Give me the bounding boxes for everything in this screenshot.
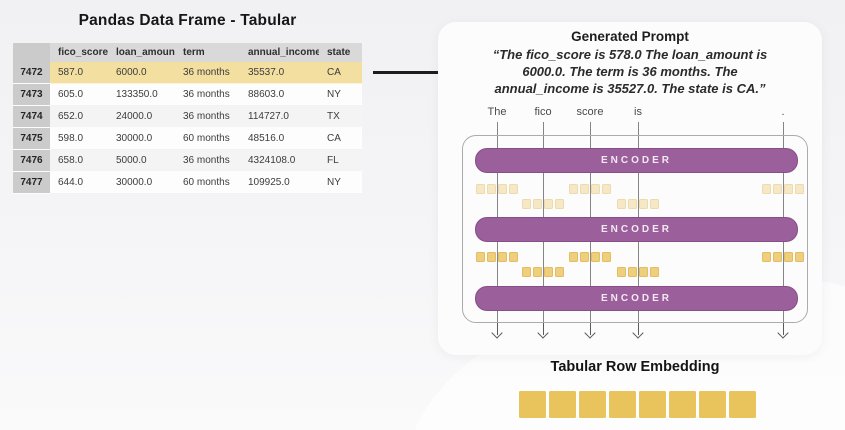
table-cell: 598.0 — [50, 128, 108, 150]
hidden-state-chips — [476, 252, 518, 262]
column-header: loan_amount — [108, 43, 178, 62]
output-arrow-stem — [497, 323, 498, 335]
table-row: 7474 652.0 24000.0 36 months 114727.0 TX — [13, 106, 362, 128]
row-index: 7473 — [13, 84, 50, 106]
row-embedding-vector — [518, 390, 757, 419]
table-cell: 60 months — [175, 172, 240, 194]
output-arrow-stem — [590, 323, 591, 335]
hidden-state-chips — [617, 199, 659, 209]
row-index: 7475 — [13, 128, 50, 150]
hidden-state-chips — [762, 184, 804, 194]
table-cell: 605.0 — [50, 84, 108, 106]
table-cell: 644.0 — [50, 172, 108, 194]
token-label: fico — [534, 106, 552, 118]
table-cell: 36 months — [175, 106, 240, 128]
prompt-text-line: annual_income is 35527.0. The state is C… — [494, 81, 766, 96]
dataframe-title: Pandas Data Frame - Tabular — [78, 12, 297, 29]
hidden-state-chips — [569, 184, 611, 194]
row-embedding-cell — [638, 390, 667, 419]
token-label: is — [634, 106, 642, 118]
row-to-prompt-arrow — [373, 71, 449, 74]
column-header: state — [319, 43, 362, 62]
table-cell: CA — [319, 128, 362, 150]
table-row-highlighted: 7472 587.0 6000.0 36 months 35537.0 CA — [13, 62, 362, 84]
table-row: 7477 644.0 30000.0 60 months 109925.0 NY — [13, 172, 362, 194]
column-header: term — [175, 43, 240, 62]
table-cell: 114727.0 — [240, 106, 319, 128]
table-cell: 88603.0 — [240, 84, 319, 106]
table-cell: 30000.0 — [108, 172, 175, 194]
column-header: fico_score — [50, 43, 108, 62]
table-cell: 4324108.0 — [240, 150, 319, 172]
row-embedding-cell — [698, 390, 727, 419]
table-cell: FL — [319, 150, 362, 172]
table-cell: TX — [319, 106, 362, 128]
hidden-state-chips — [762, 252, 804, 262]
encoder-layer-3: ENCODER — [475, 286, 798, 311]
output-arrow-stem — [783, 323, 784, 335]
generated-prompt-title: Generated Prompt — [571, 29, 689, 44]
table-cell: 60 months — [175, 128, 240, 150]
table-corner-cell — [13, 43, 50, 62]
table-row: 7473 605.0 133350.0 36 months 88603.0 NY — [13, 84, 362, 106]
table-row: 7475 598.0 30000.0 60 months 48516.0 CA — [13, 128, 362, 150]
token-label: . — [781, 106, 785, 118]
prompt-text-line: 6000.0. The term is 36 months. The — [522, 64, 738, 79]
row-embedding-title: Tabular Row Embedding — [550, 359, 720, 375]
hidden-state-chips — [522, 199, 564, 209]
prompt-text-line: “The fico_score is 578.0 The loan_amount… — [492, 47, 768, 62]
table-cell: 24000.0 — [108, 106, 175, 128]
table-cell: 652.0 — [50, 106, 108, 128]
encoder-stack-container — [462, 135, 808, 323]
table-cell: CA — [319, 62, 362, 84]
row-embedding-cell — [518, 390, 547, 419]
table-cell: 36 months — [175, 150, 240, 172]
table-cell: 48516.0 — [240, 128, 319, 150]
row-embedding-cell — [578, 390, 607, 419]
row-embedding-cell — [728, 390, 757, 419]
row-embedding-cell — [608, 390, 637, 419]
table-header-row: fico_score loan_amount term annual_incom… — [13, 43, 362, 62]
token-label: The — [487, 106, 507, 118]
table-cell: 658.0 — [50, 150, 108, 172]
table-cell: NY — [319, 84, 362, 106]
row-index: 7477 — [13, 172, 50, 194]
table-row: 7476 658.0 5000.0 36 months 4324108.0 FL — [13, 150, 362, 172]
row-index: 7476 — [13, 150, 50, 172]
token-label: score — [576, 106, 604, 118]
output-arrow-stem — [543, 323, 544, 335]
table-cell: 36 months — [175, 62, 240, 84]
table-cell: 35537.0 — [240, 62, 319, 84]
dataframe-table: fico_score loan_amount term annual_incom… — [13, 43, 362, 194]
hidden-state-chips — [522, 267, 564, 277]
row-embedding-cell — [668, 390, 697, 419]
table-cell: 133350.0 — [108, 84, 175, 106]
table-cell: NY — [319, 172, 362, 194]
column-header: annual_income — [240, 43, 321, 62]
table-cell: 109925.0 — [240, 172, 319, 194]
hidden-state-chips — [617, 267, 659, 277]
row-index: 7472 — [13, 62, 50, 84]
row-embedding-cell — [548, 390, 577, 419]
hidden-state-chips — [476, 184, 518, 194]
table-cell: 5000.0 — [108, 150, 175, 172]
encoder-layer-2: ENCODER — [475, 217, 798, 242]
row-index: 7474 — [13, 106, 50, 128]
output-arrow-stem — [638, 323, 639, 335]
table-cell: 587.0 — [50, 62, 108, 84]
table-cell: 6000.0 — [108, 62, 175, 84]
encoder-layer-1: ENCODER — [475, 148, 798, 173]
table-cell: 30000.0 — [108, 128, 175, 150]
hidden-state-chips — [569, 252, 611, 262]
table-cell: 36 months — [175, 84, 240, 106]
